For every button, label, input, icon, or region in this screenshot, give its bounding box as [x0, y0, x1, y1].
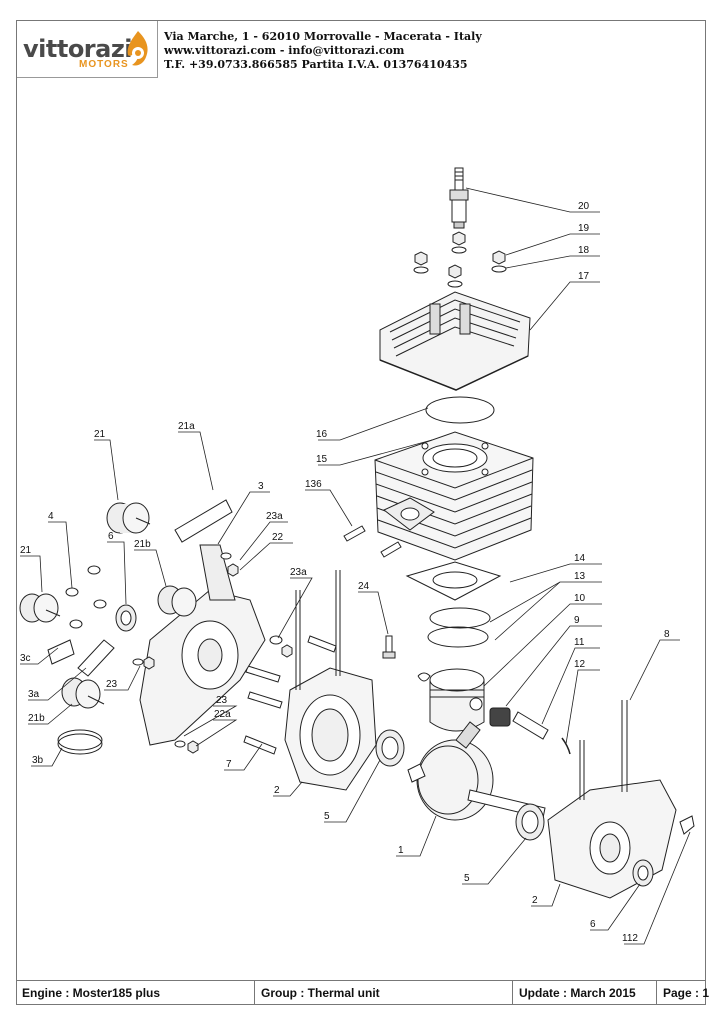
silent-block-top	[106, 502, 151, 534]
footer-engine: Engine : Moster185 plus	[22, 986, 161, 1000]
footer-group: Group : Thermal unit	[254, 981, 512, 1005]
crankcase-right	[547, 700, 677, 899]
brand-subtitle: MOTORS	[79, 59, 129, 70]
part-label-10: 10	[574, 593, 586, 604]
part-label-23-left: 23	[106, 679, 118, 690]
part-label-21-top: 21	[94, 429, 106, 440]
part-label-3: 3	[258, 481, 264, 492]
engine-mount-plate	[139, 499, 266, 746]
piston-clip	[417, 672, 431, 682]
part-label-11: 11	[574, 637, 585, 648]
flame-logo-icon	[127, 31, 148, 66]
page-frame	[16, 20, 706, 1005]
part-label-3c: 3c	[20, 653, 31, 664]
crankcase-screws	[243, 635, 337, 755]
part-label-12: 12	[574, 659, 586, 670]
part-label-22: 22	[272, 532, 284, 543]
part-label-17: 17	[578, 271, 590, 282]
pin-circlip	[561, 737, 571, 755]
part-label-21b-top: 21b	[134, 539, 151, 550]
part-label-19: 19	[578, 223, 590, 234]
company-info: Via Marche, 1 - 62010 Morrovalle - Macer…	[164, 30, 482, 72]
oil-seal-left	[115, 604, 137, 632]
part-label-22a: 22a	[214, 709, 231, 720]
brand-wordmark: vittorazi	[23, 35, 133, 63]
part-label-4: 4	[48, 511, 54, 522]
piston-part	[429, 668, 485, 732]
main-bearing-left	[375, 729, 405, 767]
part-label-8: 8	[664, 629, 670, 640]
mount-bracket-3a	[77, 639, 115, 677]
crankcase-left	[284, 570, 377, 791]
part-label-21-left: 21	[20, 545, 32, 556]
mount-nuts-washers	[132, 552, 293, 754]
part-label-5-right: 5	[464, 873, 470, 884]
part-label-7: 7	[226, 759, 232, 770]
part-label-3b: 3b	[32, 755, 44, 766]
part-label-20: 20	[578, 201, 590, 212]
brand-logo: vittorazi MOTORS	[17, 21, 158, 78]
cylinder-part	[374, 431, 534, 561]
footer-page: Page : 1	[656, 981, 709, 1005]
drain-plug-part	[679, 815, 695, 835]
hose-clamp-part	[57, 729, 103, 751]
part-label-136: 136	[305, 479, 322, 490]
part-label-2-right: 2	[532, 895, 538, 906]
part-label-2-left: 2	[274, 785, 280, 796]
part-label-21a: 21a	[178, 421, 195, 432]
needle-bearing-part	[489, 707, 511, 727]
cylinder-head-nuts	[413, 231, 507, 288]
part-label-23-mid: 23	[216, 695, 228, 706]
cylinder-studs	[343, 525, 402, 558]
oil-seal-right	[632, 859, 654, 887]
part-label-112: 112	[622, 933, 638, 944]
part-label-23a-mid: 23a	[290, 567, 307, 578]
part-label-3a: 3a	[28, 689, 40, 700]
part-label-18: 18	[578, 245, 590, 256]
part-label-21b-bottom: 21b	[28, 713, 45, 724]
mount-bracket-3c	[47, 639, 75, 665]
piston-ring-lower	[427, 626, 489, 648]
company-web: www.vittorazi.com - info@vittorazi.com	[164, 44, 405, 57]
part-label-1: 1	[398, 845, 404, 856]
silent-block-mid	[157, 585, 197, 617]
part-label-13: 13	[574, 571, 586, 582]
valve-part	[382, 635, 396, 659]
silent-block-bottom	[61, 677, 105, 709]
part-label-6-right: 6	[590, 919, 596, 930]
head-gasket-ring	[425, 396, 495, 424]
company-address: Via Marche, 1 - 62010 Morrovalle - Macer…	[164, 30, 482, 43]
part-labels: 20 19 18 17 16 15 136 14 13 10 9 11 12 8…	[20, 201, 670, 944]
company-phone-vat: T.F. +39.0733.866585 Partita I.V.A. 0137…	[164, 58, 468, 71]
part-label-9: 9	[574, 615, 580, 626]
part-label-23a-top: 23a	[266, 511, 283, 522]
part-label-15: 15	[316, 454, 328, 465]
spark-plug-part	[449, 167, 469, 229]
part-label-6-left: 6	[108, 531, 114, 542]
main-bearing-right	[515, 803, 545, 841]
footer-bar: Engine : Moster185 plus Group : Thermal …	[16, 980, 709, 1005]
part-label-16: 16	[316, 429, 328, 440]
part-label-24: 24	[358, 581, 370, 592]
piston-ring-upper	[429, 607, 491, 629]
small-bolts	[65, 565, 107, 629]
piston-pin-part	[512, 711, 549, 740]
cylinder-head-part	[379, 291, 531, 391]
part-label-5-left: 5	[324, 811, 330, 822]
part-label-14: 14	[574, 553, 586, 564]
footer-update: Update : March 2015	[512, 981, 666, 1005]
leader-lines	[20, 187, 691, 945]
silent-block-left	[19, 593, 61, 623]
